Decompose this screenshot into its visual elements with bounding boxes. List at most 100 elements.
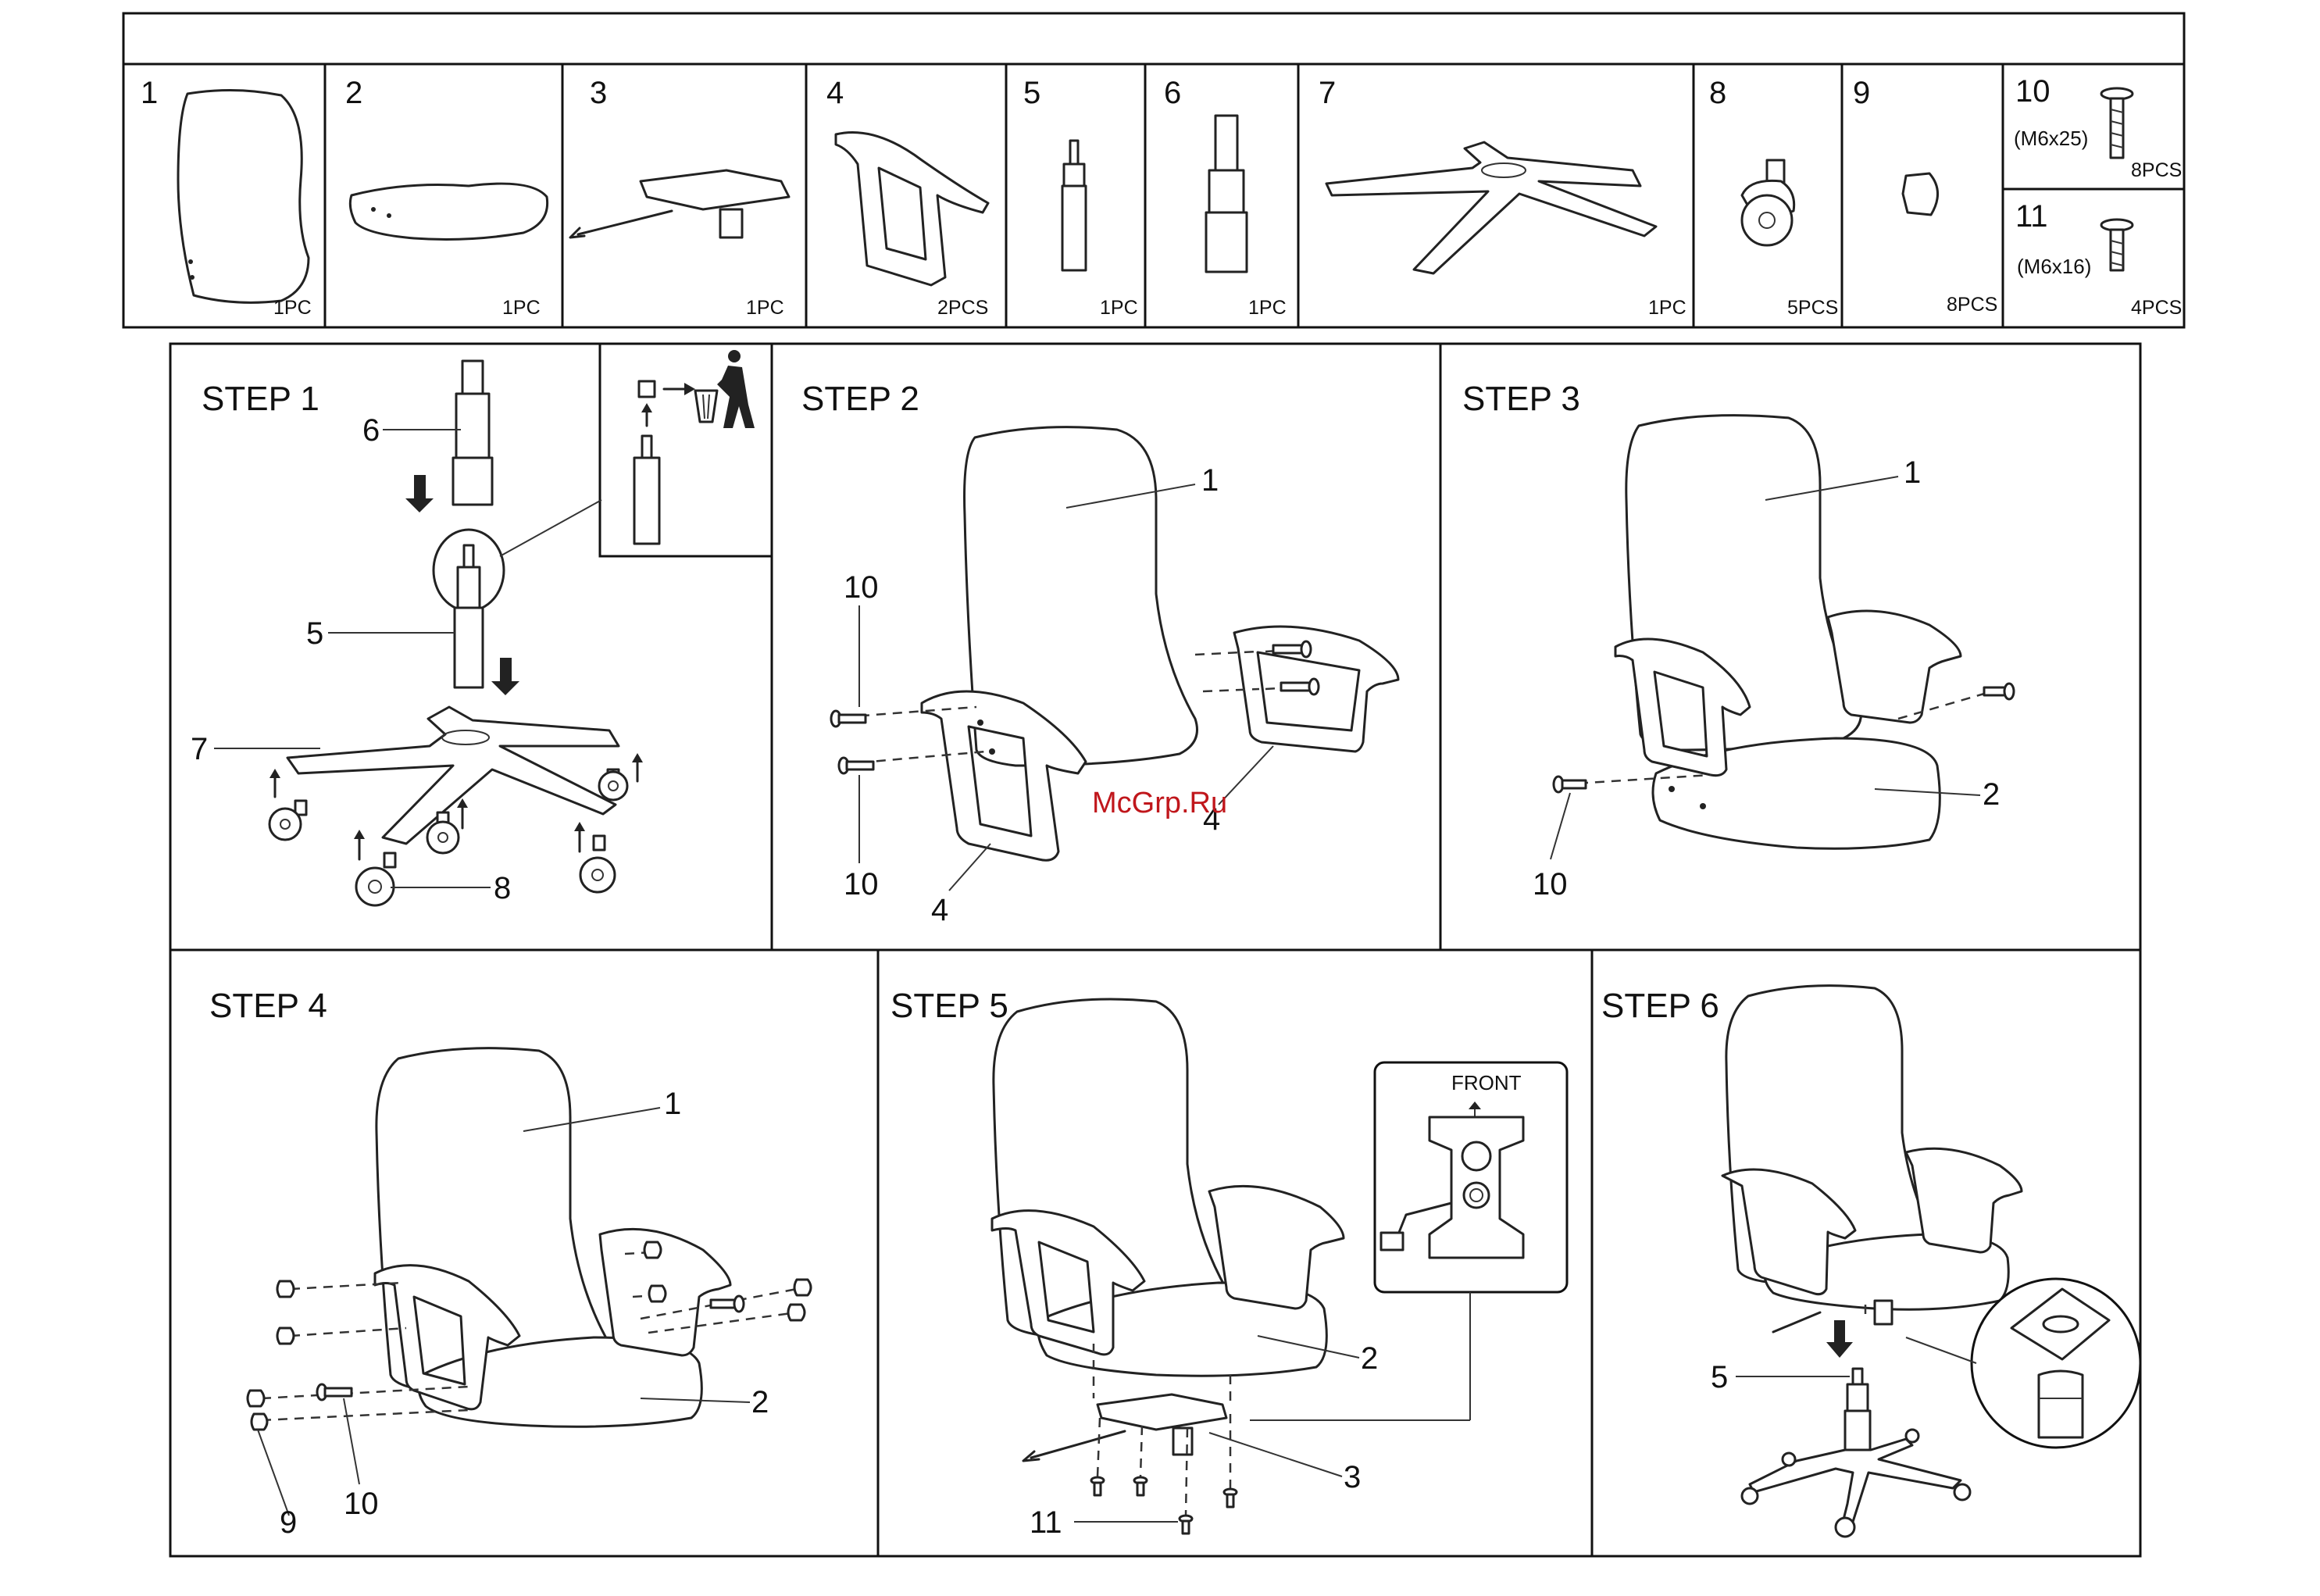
part-cell-9: 9 8PCS xyxy=(1853,76,1997,316)
part-number: 8 xyxy=(1709,76,1726,110)
part-cell-10: 10 (M6x25) 8PCS xyxy=(2014,74,2182,181)
hole-mark xyxy=(188,259,193,264)
callout-8: 8 xyxy=(494,871,511,905)
part-cell-4: 4 2PCS xyxy=(826,76,988,319)
bolt-size: (M6x25) xyxy=(2014,127,2088,150)
part-number: 4 xyxy=(826,76,844,110)
armrest-drawing xyxy=(836,132,988,285)
bolt-m6x25-drawing xyxy=(2101,88,2133,158)
castor-wheel xyxy=(354,830,395,905)
step-3-panel: STEP 3 1 2 10 xyxy=(1462,380,2014,902)
detail-magnifier xyxy=(1972,1279,2140,1448)
bolt xyxy=(831,711,866,727)
inset-connector xyxy=(500,500,601,556)
cap-icon xyxy=(639,381,655,397)
castor-wheel xyxy=(574,822,615,892)
part-qty: 2PCS xyxy=(937,297,988,319)
lever xyxy=(1031,1431,1125,1458)
part-cell-7: 7 1PC xyxy=(1319,76,1686,319)
gas-lift-top xyxy=(2039,1371,2083,1437)
bolt-guide xyxy=(1098,1418,1100,1476)
callout-7: 7 xyxy=(191,732,208,766)
gas-lift-body xyxy=(634,458,659,544)
bolt xyxy=(1134,1477,1147,1495)
armrest-right xyxy=(1209,1186,1344,1309)
part-qty: 5PCS xyxy=(1787,297,1838,319)
leader-line xyxy=(258,1430,289,1516)
bolt xyxy=(839,758,873,773)
part-number: 1 xyxy=(141,76,158,110)
hole-mark xyxy=(1700,803,1706,809)
part-qty: 8PCS xyxy=(1947,294,1997,316)
part-number: 3 xyxy=(590,76,607,110)
step-title: STEP 4 xyxy=(209,987,327,1025)
down-arrow-icon xyxy=(491,658,519,695)
step-title: STEP 6 xyxy=(1601,987,1719,1025)
gas-lift-drawing xyxy=(1062,141,1086,270)
step-2-panel: STEP 2 1 10 10 4 4 McGrp.Ru xyxy=(801,380,1398,927)
part-number: 5 xyxy=(1023,76,1040,110)
step-5-panel: STEP 5 2 11 3 FRONT xyxy=(891,987,1567,1540)
bolt-cap xyxy=(252,1414,267,1430)
part-cell-8: 8 5PCS xyxy=(1709,76,1838,319)
seat-drawing xyxy=(350,184,547,239)
castor-wheel-drawing xyxy=(1742,160,1794,245)
bolt xyxy=(1224,1489,1237,1507)
part-number: 9 xyxy=(1853,76,1870,110)
callout-1: 1 xyxy=(664,1087,681,1121)
shaft-hole xyxy=(2043,1316,2078,1332)
callout-4: 4 xyxy=(931,893,948,927)
armrest-right xyxy=(1906,1148,2022,1252)
armrest-right xyxy=(1828,611,1961,723)
part-cell-3: 3 1PC xyxy=(570,76,789,319)
person-body-icon xyxy=(717,366,755,428)
step-title: STEP 5 xyxy=(891,987,1008,1025)
watermark: McGrp.Ru xyxy=(1092,787,1227,819)
front-orientation-inset: FRONT xyxy=(1375,1062,1567,1292)
castor-wheel xyxy=(599,753,643,800)
part-qty: 1PC xyxy=(1648,297,1686,319)
arrow-head xyxy=(641,403,652,412)
bolt-cap xyxy=(644,1242,661,1258)
step-6-panel: STEP 6 5 xyxy=(1601,986,2140,1537)
step-4-panel: STEP 4 1 2 9 10 xyxy=(209,987,811,1540)
cylinder-cover-drawing xyxy=(1206,116,1247,272)
leader-line xyxy=(1209,1433,1342,1476)
front-label: FRONT xyxy=(1451,1071,1522,1094)
callout-1: 1 xyxy=(1201,463,1219,498)
callout-1: 1 xyxy=(1904,455,1921,490)
callout-2: 2 xyxy=(751,1385,769,1419)
step-title: STEP 1 xyxy=(202,380,319,418)
bolt xyxy=(1984,684,2014,699)
callout-10: 10 xyxy=(344,1487,379,1521)
shaft-hole xyxy=(1464,1183,1489,1208)
hole-mark xyxy=(190,275,195,280)
part-cell-11: 11 (M6x16) 4PCS xyxy=(2015,199,2182,319)
lever xyxy=(1773,1312,1820,1332)
part-qty: 1PC xyxy=(746,297,784,319)
tilt-mechanism-drawing xyxy=(641,170,789,209)
castor-wheel xyxy=(1906,1430,1918,1442)
bolt xyxy=(1091,1477,1104,1495)
callout-9: 9 xyxy=(280,1505,297,1540)
parts-list-table: 1 1PC 2 1PC 3 1PC 4 2PCS xyxy=(123,13,2184,327)
bolt-cap xyxy=(248,1391,264,1406)
callout-10: 10 xyxy=(844,867,879,902)
step-1-panel: STEP 1 6 xyxy=(191,344,772,905)
castor-wheel xyxy=(1836,1518,1854,1537)
gas-lift-pin xyxy=(642,436,651,459)
callout-2: 2 xyxy=(1361,1341,1378,1376)
castor-wheel xyxy=(1742,1488,1758,1504)
part-cell-2: 2 1PC xyxy=(345,76,548,319)
bolt-cap xyxy=(788,1305,805,1320)
detail-connector xyxy=(1906,1337,1976,1363)
bolt-size: (M6x16) xyxy=(2017,255,2091,278)
callout-10: 10 xyxy=(1533,867,1568,902)
lever xyxy=(578,211,672,234)
gas-lift xyxy=(455,545,483,687)
backrest-drawing xyxy=(178,90,309,302)
arrow-head xyxy=(684,383,695,395)
part-number: 2 xyxy=(345,76,362,110)
step-title: STEP 2 xyxy=(801,380,919,418)
part-number: 10 xyxy=(2015,74,2051,109)
